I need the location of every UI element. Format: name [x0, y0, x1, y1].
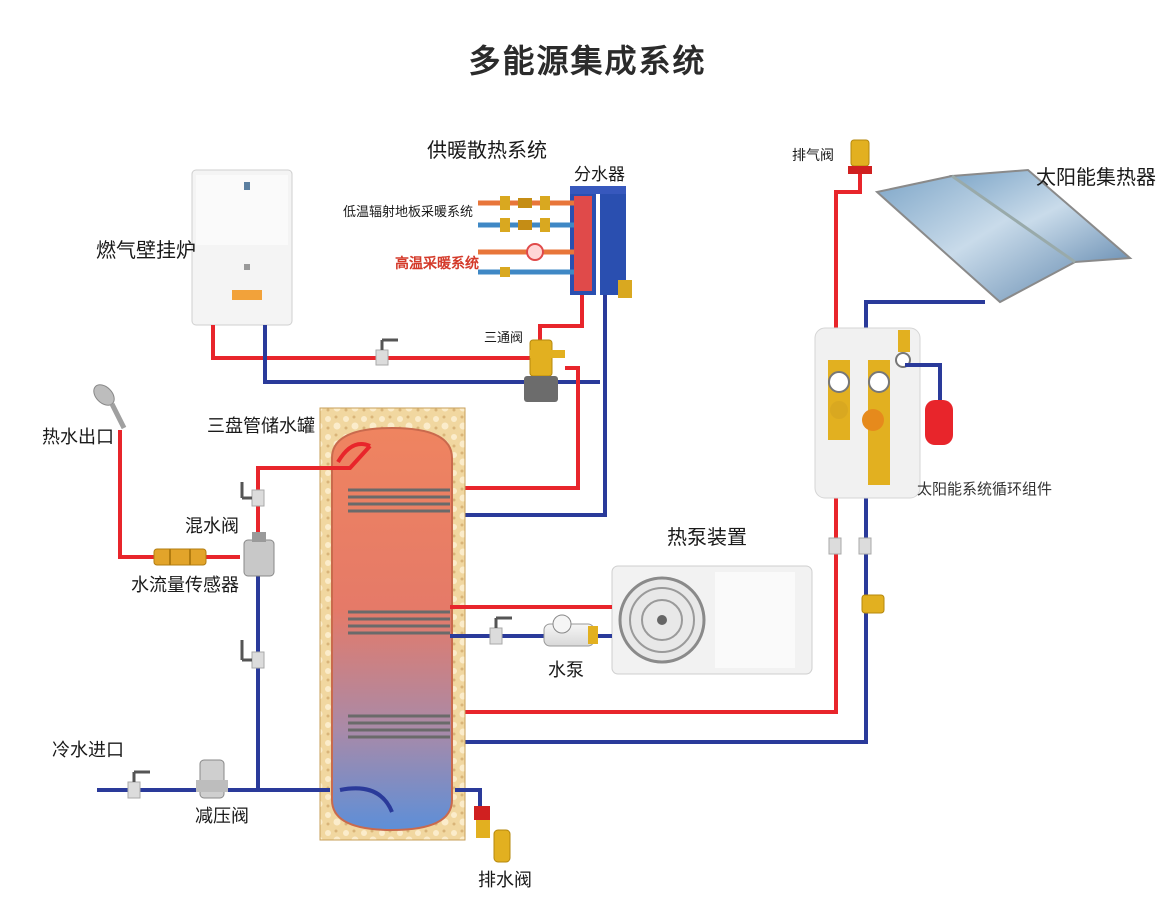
pump-ball-valve-icon[interactable]: [489, 616, 512, 645]
pressure-reducing-valve-label: 减压阀: [195, 806, 249, 827]
expansion-tank-icon: [905, 363, 953, 445]
drain-valve-icon[interactable]: [474, 806, 511, 863]
hot-water-outlet-label: 热水出口: [42, 427, 114, 448]
manifold-label: 分水器: [574, 165, 625, 185]
heating-branch-pipes: [478, 200, 574, 275]
manifold: [570, 186, 632, 298]
boiler-label: 燃气壁挂炉: [96, 238, 196, 262]
vent-valve-icon[interactable]: [848, 139, 872, 174]
water-pump-label: 水泵: [548, 660, 584, 681]
high-temp-heating-label: 高温采暖系统: [395, 256, 479, 272]
tank-label: 三盘管储水罐: [207, 416, 315, 437]
station-valves[interactable]: [828, 537, 885, 614]
heat-pump-unit: [611, 565, 813, 675]
floor-heating-label: 低温辐射地板采暖系统: [343, 205, 474, 220]
solar-station-label: 太阳能系统循环组件: [917, 480, 1053, 498]
manifold-supply-pipes: [450, 295, 607, 517]
tank-internal-pipes: [336, 442, 394, 813]
ball-valve-icon[interactable]: [375, 338, 398, 366]
flow-sensor-icon: [153, 548, 207, 566]
heating-branch-fittings: [500, 196, 550, 277]
tank-coils: [348, 488, 450, 739]
pressure-reducing-valve-icon[interactable]: [196, 759, 228, 799]
page-title: 多能源集成系统: [468, 42, 707, 80]
three-way-valve-icon[interactable]: [524, 339, 565, 402]
drain-valve-label: 排水阀: [478, 870, 532, 891]
cold-water-inlet-label: 冷水进口: [52, 740, 124, 761]
shower-head-icon: [93, 384, 127, 430]
cold-inlet-valve-icon[interactable]: [127, 770, 150, 799]
vent-valve-label: 排气阀: [792, 148, 834, 164]
mixing-valve-icon[interactable]: [243, 532, 275, 577]
solar-collector-label: 太阳能集热器: [1036, 165, 1156, 189]
three-way-valve-label: 三通阀: [484, 331, 524, 346]
gas-boiler: [191, 169, 293, 326]
heating-system-label: 供暖散热系统: [427, 138, 547, 162]
boiler-pipes: [211, 325, 600, 384]
flow-sensor-label: 水流量传感器: [131, 575, 239, 596]
mixing-valve-label: 混水阀: [185, 516, 239, 537]
cold-branch-valve-icon[interactable]: [240, 640, 265, 669]
solar-collector: [874, 168, 1133, 304]
hot-outlet-valve-icon[interactable]: [240, 482, 265, 507]
solar-pipes: [450, 165, 985, 744]
water-pump-icon[interactable]: [543, 614, 598, 647]
storage-tank: [319, 407, 466, 841]
solar-circulation-station: [814, 327, 921, 499]
heat-pump-label: 热泵装置: [667, 525, 747, 549]
